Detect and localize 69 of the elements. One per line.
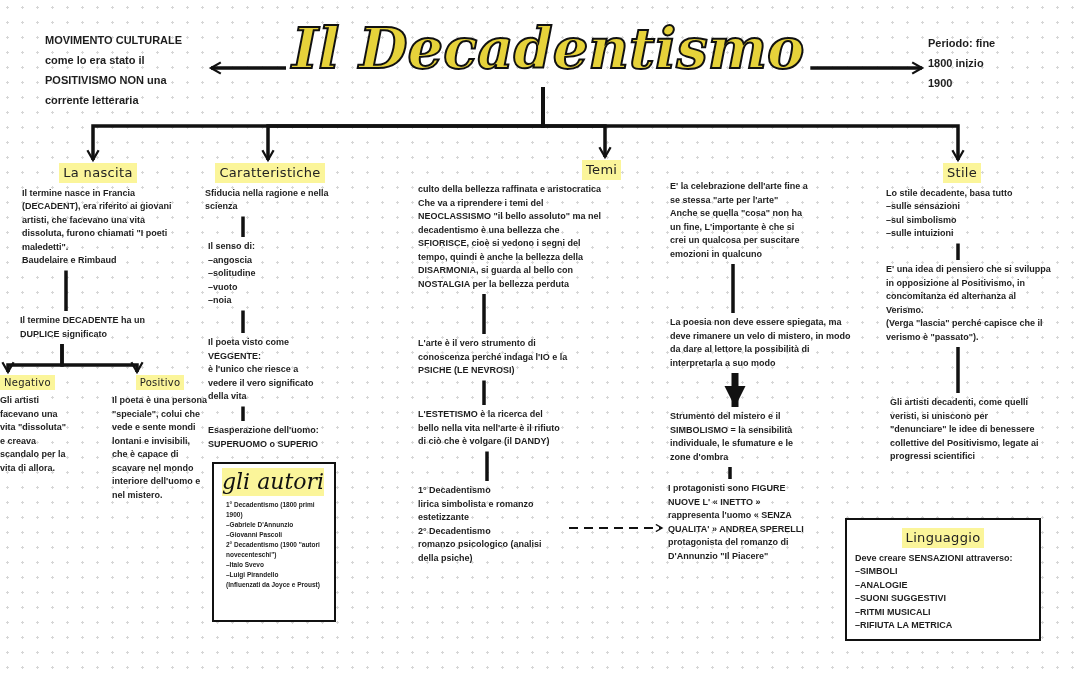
- note-text: MOVIMENTO CULTURALE come lo era stato il POSITIVISMO NON una corrente letteraria: [45, 33, 184, 108]
- arrow: [60, 344, 144, 374]
- connector-line: [64, 270, 68, 311]
- note-text: 1° Decadentismo: [418, 484, 492, 497]
- note-text: (Verga "lascia" perché capisce che il verismo è "passato").: [886, 317, 1044, 344]
- note-text: Il poeta visto come VEGGENTE:: [208, 336, 291, 363]
- note-text: I protagonisti sono FIGURE NUOVE L' « INETTO » rappresenta l'uomo « SENZA QUALITA' » ANDREA SPERELLI protagonista del romanzo di D'Annunzio "Il Piacere": [668, 482, 805, 563]
- note-text: Esasperazione dell'uomo: SUPERUOMO o SUPERIO: [208, 424, 320, 451]
- connector-line: [241, 406, 245, 421]
- connector-line: [731, 264, 735, 313]
- section-heading: Stile: [942, 163, 982, 183]
- note-text: –SUONI SUGGESTIVI: [855, 592, 948, 605]
- section-heading: Negativo: [0, 375, 55, 390]
- arrow: [209, 61, 286, 75]
- card-heading: Linguaggio: [901, 528, 985, 548]
- dashed-arrow: [569, 523, 663, 533]
- section-heading: Positivo: [135, 375, 185, 390]
- card-heading: gli autori: [222, 468, 325, 496]
- arrow: [541, 87, 965, 162]
- note-text: –solitudine: [208, 267, 257, 280]
- note-text: Periodo: fine 1800 inizio 1900: [928, 36, 997, 91]
- connector-line: [241, 310, 245, 333]
- note-text: è l'unico che riesce a vedere il vero significato della vita: [208, 363, 315, 403]
- note-text: Gli artisti facevano una vita "dissoluta" e creava scandalo per la vita di allora.: [0, 394, 68, 475]
- note-text: romanzo psicologico (analisi della psiche): [418, 538, 543, 565]
- note-text: Sfiducia nella ragione e nella scienza: [205, 186, 330, 213]
- connector-line: [956, 243, 960, 260]
- note-text: –RITMI MUSICALI: [855, 605, 932, 619]
- note-text: –noia: [208, 294, 233, 307]
- connector-line: [956, 347, 960, 393]
- note-text: –RIFIUTA LA METRICA: [855, 619, 954, 632]
- note-text: Lo stile decadente, basa tutto: [886, 186, 1014, 200]
- note-text: –angoscia: [208, 253, 254, 267]
- note-text: La poesia non deve essere spiegata, ma deve rimanere un velo di mistero, in modo da dare al lettore la possibilità di interpretarla a suo modo: [670, 316, 852, 370]
- connector-line: [485, 451, 489, 481]
- arrow: [810, 61, 924, 75]
- note-text: culto della bellezza raffinata e aristocratica: [418, 183, 602, 196]
- note-text: Il senso di:: [208, 240, 256, 253]
- note-text: Il termine nasce in Francia (DECADENT), era riferito ai giovani artisti, che facevano una vita dissoluta, furono chiamati "I poeti maledetti".: [22, 186, 173, 254]
- note-text: –sulle intuizioni: [886, 227, 955, 240]
- connector-line: [241, 216, 245, 237]
- note-text: L'ESTETISMO è la ricerca del bello nella vita nell'arte è il rifiuto di ciò che è volgare (il DANDY): [418, 408, 561, 448]
- language-card: [845, 518, 1041, 641]
- section-heading: Caratteristiche: [215, 163, 325, 183]
- note-text: Che va a riprendere i temi del NEOCLASSISMO "il bello assoluto" ma nel decadentismo è una bellezza che SFIORISCE, cioè si vedono i segni del tempo, quindi è anche la bellezza della DISARMONIA, si guarda al bello con NOSTALGIA per la bellezza perduta: [418, 196, 602, 291]
- note-text: E' una idea di pensiero che si sviluppa in opposizione al Positivismo, in concomitanza ed alternanza al Verismo.: [886, 263, 1052, 317]
- section-heading: La nascita: [59, 163, 137, 183]
- note-text: L'arte è il vero strumento di conoscenza perché indaga l'IO e la PSICHE (LE NEVROSI): [418, 337, 568, 377]
- note-text: 2° Decadentismo: [418, 524, 492, 538]
- title-text: Il Decadentismo: [292, 14, 805, 83]
- note-text: Baudelaire e Rimbaud: [22, 254, 118, 267]
- note-text: Strumento del mistero e il SIMBOLISMO = la sensibilità individuale, le sfumature e le zone d'ombra: [670, 410, 795, 464]
- note-text: Il poeta è una persona "speciale", colui che vede e sente mondi lontani e invisibili, che è capace di scavare nel mondo interiore dell'uomo e nel mistero.: [112, 394, 208, 502]
- note-text: Anche se quella "cosa" non ha un fine, L'importante è che si crei un qualcosa per suscitare emozioni in qualcuno: [670, 207, 804, 261]
- note-text: –SIMBOLI: [855, 565, 899, 578]
- connector-line: [482, 294, 486, 334]
- note-text: lirica simbolista e romanzo estetizzante: [418, 497, 535, 524]
- connector-line: [728, 467, 732, 479]
- note-text: Gli artisti decadenti, come quelli veristi, si uniscono per "denunciare" le idee di benessere collettive del Positivismo, legate ai progressi scientifici: [890, 396, 1040, 463]
- note-text: –ANALOGIE: [855, 578, 909, 592]
- section-heading: Temi: [582, 160, 622, 180]
- note-text: Deve creare SENSAZIONI attraverso:: [855, 551, 1014, 565]
- note-text: Il termine DECADENTE ha un DUPLICE significato: [20, 314, 146, 341]
- note-text: E' la celebrazione dell'arte fine a se stessa "arte per l'arte": [670, 180, 809, 207]
- note-text: –sul simbolismo: [886, 213, 958, 227]
- note-text: –sulle sensazioni: [886, 200, 962, 213]
- connector-line: [482, 380, 486, 405]
- note-text: –vuoto: [208, 280, 239, 294]
- authors-card: [212, 462, 336, 622]
